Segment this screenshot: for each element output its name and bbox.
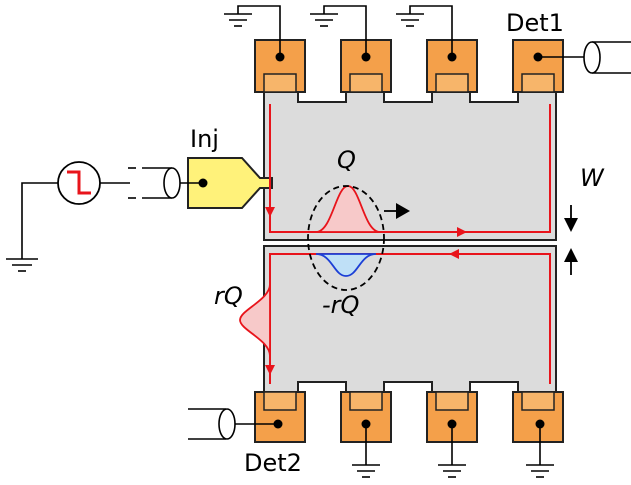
label-rq: rQ xyxy=(214,282,243,310)
pulse-source-icon xyxy=(21,161,130,246)
ground-icon xyxy=(224,5,281,57)
charge-pulse-neg-rq xyxy=(315,253,377,277)
edge-channel-upper xyxy=(265,104,551,237)
gap-width-arrows xyxy=(564,205,578,275)
label-inj: Inj xyxy=(190,125,219,153)
coax-cable-icon xyxy=(188,408,278,440)
ground-icon xyxy=(526,424,554,478)
ground-icon xyxy=(6,246,38,272)
upper-mesa xyxy=(263,91,557,241)
injector-gate xyxy=(187,157,273,209)
ground-icon xyxy=(352,424,380,478)
ground-icon xyxy=(438,424,466,478)
label-det2: Det2 xyxy=(244,449,302,477)
label-det1: Det1 xyxy=(506,9,564,37)
label-neg-rq: -rQ xyxy=(322,291,359,319)
label-width: W xyxy=(580,164,605,192)
coax-cable-icon xyxy=(538,41,631,74)
coax-cable-icon xyxy=(128,167,203,199)
ohmic-contact-det1 xyxy=(512,39,564,93)
charge-pulse-rq xyxy=(239,283,271,357)
ohmic-contact-det2 xyxy=(254,391,306,443)
ground-icon xyxy=(310,5,367,57)
arrow-icon xyxy=(384,203,410,219)
lower-mesa xyxy=(263,245,557,393)
ohmic-contact-bottom-4 xyxy=(512,391,564,443)
label-q: Q xyxy=(337,146,356,174)
interaction-region xyxy=(307,185,385,291)
ground-icon xyxy=(396,5,453,57)
